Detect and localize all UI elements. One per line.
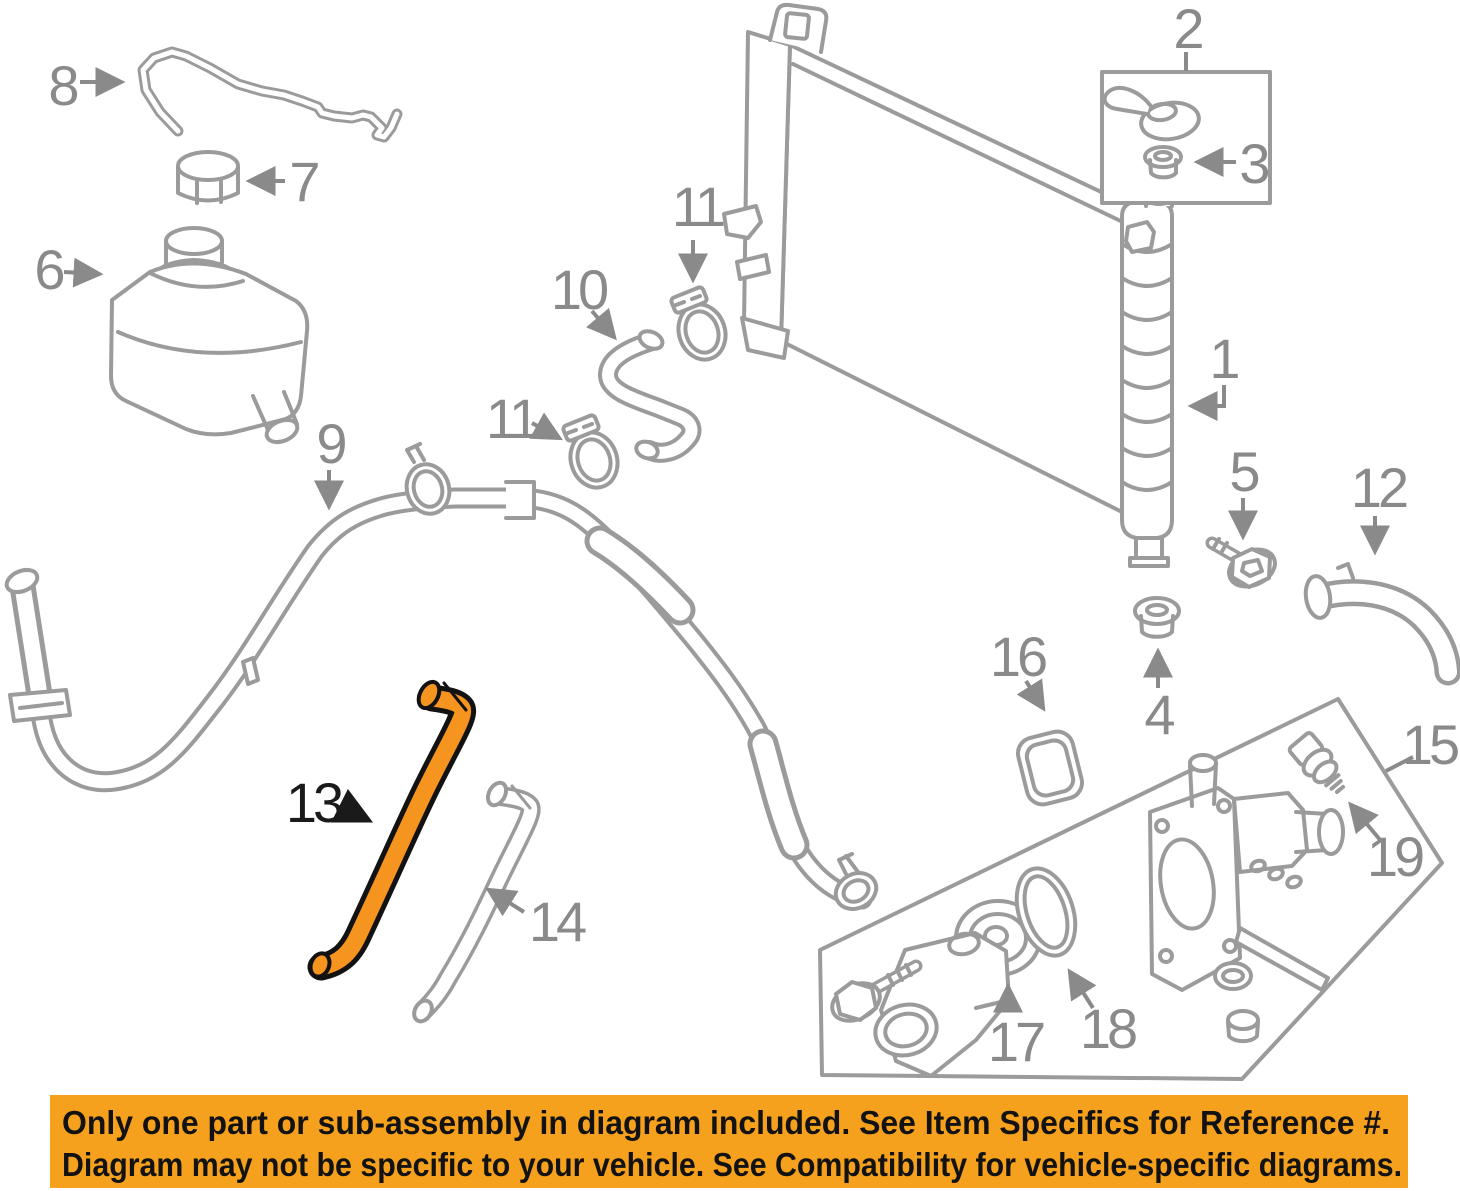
- hose-13-highlighted: [307, 679, 476, 981]
- callout-6: 6: [34, 238, 63, 301]
- callout-19: 19: [1367, 825, 1423, 888]
- hose-clamp-lower: [561, 413, 620, 490]
- bolt-icon: [830, 959, 923, 1023]
- callout-9: 9: [316, 412, 345, 475]
- callout-13: 13: [286, 771, 342, 834]
- radiator-drawing: [722, 2, 1175, 568]
- disclaimer-banner: Only one part or sub-assembly in diagram…: [50, 1095, 1408, 1188]
- leader-11b: [529, 412, 563, 441]
- hose-12-drawing: [1303, 562, 1460, 686]
- reservoir-cap-icon: [176, 150, 240, 205]
- callout-11-upper: 11: [672, 175, 724, 238]
- callout-17: 17: [988, 1010, 1044, 1073]
- leader-19: [1348, 801, 1383, 843]
- leader-1: [1187, 385, 1226, 421]
- grommet-4-icon: [1133, 596, 1181, 639]
- gasket-16-icon: [1016, 729, 1084, 807]
- leader-14: [485, 887, 526, 917]
- leader-10: [586, 307, 617, 341]
- callout-1: 1: [1209, 327, 1238, 390]
- callout-3: 3: [1239, 132, 1268, 195]
- hose-9-drawing: [4, 442, 879, 911]
- callout-16: 16: [990, 625, 1046, 688]
- callout-18: 18: [1080, 997, 1136, 1060]
- banner-line-2: Diagram may not be specific to your vehi…: [62, 1146, 1402, 1183]
- leader-18: [1067, 968, 1097, 1010]
- callout-8: 8: [48, 54, 77, 117]
- banner-line-1: Only one part or sub-assembly in diagram…: [62, 1104, 1390, 1141]
- leader-6: [63, 257, 104, 288]
- callout-5: 5: [1229, 440, 1258, 503]
- radiator-cap-icon: [1102, 85, 1201, 142]
- cap-grommet-icon: [1143, 145, 1183, 180]
- thermostat-assembly-box: [818, 697, 1444, 1081]
- hose-14-drawing: [412, 780, 541, 1024]
- hose-clamp-upper: [669, 285, 728, 362]
- leader-13: [331, 788, 374, 823]
- reservoir-retainer-rod: [137, 46, 403, 143]
- callout-10: 10: [551, 258, 607, 321]
- banner-background: [50, 1095, 1408, 1188]
- callout-14: 14: [529, 890, 586, 953]
- callout-12: 12: [1351, 456, 1407, 519]
- radiator-cap-box: [1100, 70, 1272, 205]
- leader-15: [1385, 755, 1414, 773]
- callout-4: 4: [1144, 683, 1174, 746]
- bolt-5-icon: [1205, 536, 1277, 589]
- coolant-reservoir-drawing: [109, 226, 310, 445]
- temp-sensor-icon: [1287, 731, 1346, 795]
- leader-16: [1016, 678, 1046, 712]
- callout-2: 2: [1173, 0, 1202, 60]
- callout-15: 15: [1402, 713, 1458, 776]
- callout-11-lower: 11: [486, 387, 538, 450]
- diagram-line-art: [4, 2, 1460, 1081]
- hose-10-drawing: [598, 329, 702, 463]
- callout-7: 7: [289, 150, 318, 213]
- callout-arrows: [63, 52, 1414, 1013]
